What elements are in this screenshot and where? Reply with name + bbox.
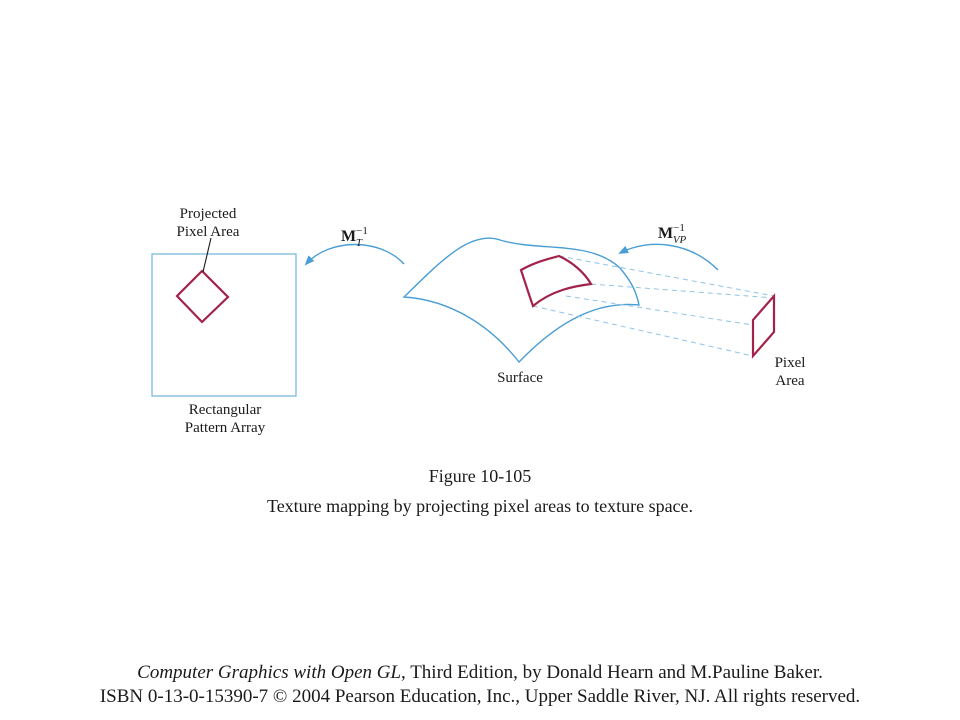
projected-label-line1: Projected: [180, 206, 237, 222]
footer-book-title: Computer Graphics with Open GL: [137, 662, 402, 683]
projected-label-leader: [202, 237, 212, 273]
projection-lines: [532, 255, 775, 357]
pixel-area-shape: [751, 293, 776, 359]
pattern-label-line2: Pattern Array: [185, 420, 266, 436]
pattern-label-line1: Rectangular: [189, 402, 261, 418]
footer-citation: Computer Graphics with Open GL, Third Ed…: [0, 662, 960, 684]
pixel-area-label-line1: Pixel: [775, 355, 806, 371]
surface-shape: [402, 237, 640, 364]
figure-number: Figure 10-105: [428, 466, 532, 486]
footer-edition-authors: , Third Edition, by Donald Hearn and M.P…: [401, 662, 823, 683]
surface-label: Surface: [497, 370, 543, 386]
pattern-array-rect: [151, 253, 297, 397]
texture-inverse-arrow: [304, 243, 405, 266]
surface-patch-shape: [519, 254, 593, 308]
footer-copyright: ISBN 0-13-0-15390-7 © 2004 Pearson Educa…: [99, 686, 861, 707]
pixel-area-label-line2: Area: [775, 373, 804, 389]
viewport-inverse-arrow: [618, 243, 719, 271]
figure-caption: Texture mapping by projecting pixel area…: [266, 496, 694, 516]
projected-pixel-area-shape: [175, 269, 230, 324]
projected-label-line2: Pixel Area: [177, 224, 240, 240]
texture-mapping-diagram: Projected Pixel Area Rectangular Pattern…: [151, 206, 806, 436]
